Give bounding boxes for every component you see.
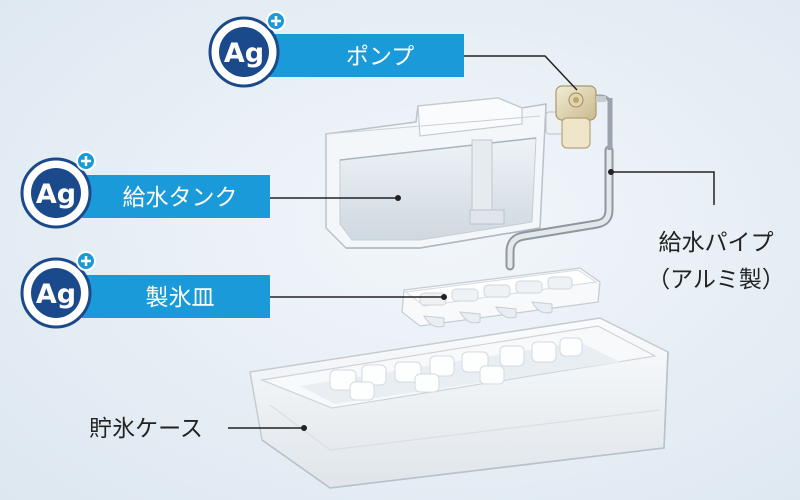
pipe-label-line1: 給水パイプ — [659, 230, 774, 256]
ice-storage-case — [249, 317, 669, 489]
badge-label: ポンプ — [346, 44, 414, 70]
badge-label: 製氷皿 — [146, 285, 215, 311]
ag-text: Ag — [36, 279, 76, 310]
storage-case-label: 貯氷ケース — [89, 416, 203, 442]
case-leader-dot — [301, 425, 307, 431]
tank-leader-dot — [395, 195, 401, 201]
pipe-label-line2: （アルミ製） — [647, 267, 785, 293]
leader-lines — [228, 55, 715, 431]
ag-text: Ag — [224, 38, 264, 69]
badge-label-bg — [82, 275, 270, 318]
ice-tray — [401, 267, 601, 328]
badge-water-tank: Ag 給水タンク — [20, 151, 270, 229]
tray-leader-dot — [441, 294, 447, 300]
badge-label: 給水タンク — [123, 185, 238, 211]
pump-leader-line — [462, 55, 578, 91]
ag-text: Ag — [36, 179, 76, 210]
pipe-leader-line — [611, 171, 715, 205]
badge-pump: Ag ポンプ — [208, 11, 464, 88]
badge-label-bg — [82, 175, 270, 218]
pump — [545, 85, 606, 149]
badge-label-bg — [258, 34, 464, 77]
badge-ice-tray: Ag 製氷皿 — [20, 251, 270, 329]
water-tank — [325, 97, 547, 249]
pipe-leader-dot — [608, 169, 614, 175]
